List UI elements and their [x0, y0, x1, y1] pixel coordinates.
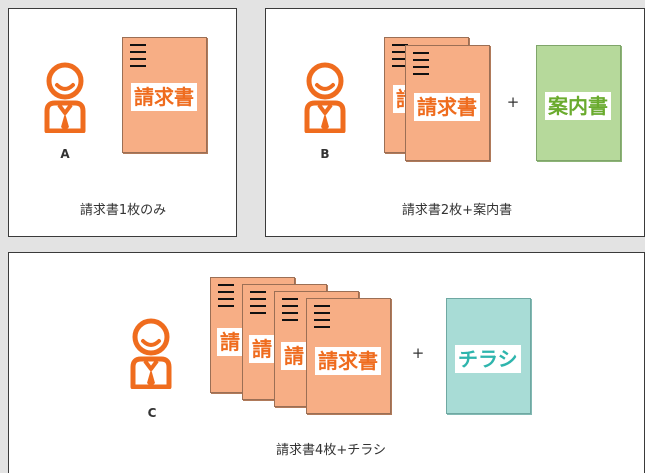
- document-lines-icon: [130, 44, 146, 72]
- document-lines-icon: [314, 305, 330, 333]
- person-icon: [128, 317, 174, 389]
- document-lines-icon: [282, 298, 298, 326]
- panel-c: C 請 請 請 請求書 + チラシ 請求書4枚+チラシ: [8, 252, 645, 473]
- invoice-label-partial: 請: [217, 328, 243, 356]
- panel-b: B 請 請求書 + 案内書 請求書2枚+案内書: [265, 8, 645, 237]
- document-lines-icon: [392, 44, 408, 72]
- document-lines-icon: [413, 52, 429, 80]
- guide-label: 案内書: [545, 92, 611, 120]
- person-label: B: [320, 147, 330, 161]
- invoice-label: 請求書: [414, 93, 480, 121]
- panel-caption: 請求書4枚+チラシ: [276, 443, 386, 458]
- panel-a: A 請求書 請求書1枚のみ: [8, 8, 237, 237]
- invoice-document: 請求書: [122, 37, 207, 153]
- plus-sign: +: [506, 93, 520, 111]
- panel-caption: 請求書1枚のみ: [79, 203, 167, 218]
- guide-document: 案内書: [536, 45, 621, 161]
- invoice-label: 請求書: [131, 83, 197, 111]
- invoice-document-4: 請求書: [306, 298, 391, 414]
- invoice-label: 請求書: [315, 347, 381, 375]
- flyer-label: チラシ: [455, 345, 521, 373]
- invoice-label-partial: 請: [249, 335, 275, 363]
- document-lines-icon: [218, 284, 234, 312]
- invoice-document-front: 請求書: [405, 45, 490, 161]
- person-icon: [42, 61, 88, 133]
- plus-sign: +: [411, 344, 425, 362]
- person-label: C: [147, 406, 157, 420]
- person-icon: [302, 61, 348, 133]
- person-label: A: [60, 147, 70, 161]
- panel-caption: 請求書2枚+案内書: [401, 203, 513, 218]
- invoice-label-partial: 請: [281, 342, 307, 370]
- document-lines-icon: [250, 291, 266, 319]
- flyer-document: チラシ: [446, 298, 531, 414]
